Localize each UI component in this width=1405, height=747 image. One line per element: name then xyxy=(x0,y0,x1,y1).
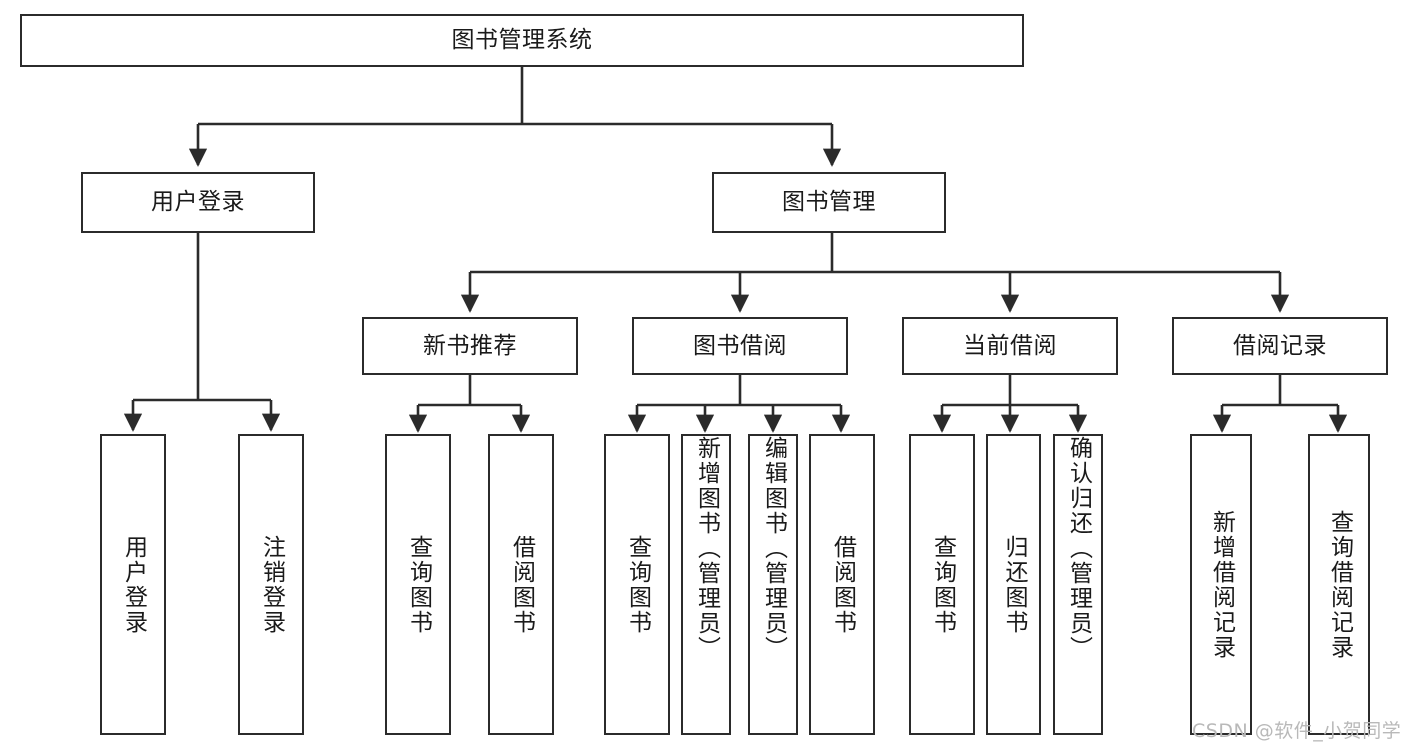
node-user-login[interactable]: 用户登录 xyxy=(81,172,315,233)
leaf-add-record[interactable]: 新增借阅记录 xyxy=(1190,434,1252,735)
node-label: 查询借阅记录 xyxy=(1326,509,1353,660)
leaf-query-record[interactable]: 查询借阅记录 xyxy=(1308,434,1370,735)
node-book-manage[interactable]: 图书管理 xyxy=(712,172,946,233)
leaf-query-book-3[interactable]: 查询图书 xyxy=(909,434,975,735)
node-root-system[interactable]: 图书管理系统 xyxy=(20,14,1024,67)
node-label: 新增借阅记录 xyxy=(1208,509,1235,660)
leaf-confirm-return[interactable]: 确认归还（管理员） xyxy=(1053,434,1103,735)
node-label: 确认归还（管理员） xyxy=(1065,436,1092,661)
leaf-add-book[interactable]: 新增图书（管理员） xyxy=(681,434,731,735)
node-label: 图书借阅 xyxy=(693,332,787,359)
node-label: 借阅记录 xyxy=(1233,332,1327,359)
node-label: 新增图书（管理员） xyxy=(693,436,720,661)
leaf-logout-login[interactable]: 注销登录 xyxy=(238,434,304,735)
node-label: 编辑图书（管理员） xyxy=(760,436,787,661)
node-label: 图书管理 xyxy=(782,189,876,216)
node-label: 借阅图书 xyxy=(829,534,856,635)
leaf-edit-book[interactable]: 编辑图书（管理员） xyxy=(748,434,798,735)
node-label: 图书管理系统 xyxy=(451,27,593,54)
node-label: 注销登录 xyxy=(258,534,285,635)
node-label: 当前借阅 xyxy=(963,332,1057,359)
csdn-watermark: CSDN @软件_小贺同学 xyxy=(1192,720,1402,742)
node-label: 归还图书 xyxy=(1001,534,1027,635)
leaf-return-book[interactable]: 归还图书 xyxy=(986,434,1041,735)
node-label: 查询图书 xyxy=(405,534,432,635)
node-label: 查询图书 xyxy=(624,534,651,635)
node-new-book-rec[interactable]: 新书推荐 xyxy=(362,317,578,375)
node-label: 借阅图书 xyxy=(508,534,535,635)
leaf-borrow-book-1[interactable]: 借阅图书 xyxy=(488,434,554,735)
node-borrow-record[interactable]: 借阅记录 xyxy=(1172,317,1388,375)
node-label: 查询图书 xyxy=(929,534,956,635)
leaf-query-book-1[interactable]: 查询图书 xyxy=(385,434,451,735)
node-label: 用户登录 xyxy=(120,534,147,635)
node-book-borrow[interactable]: 图书借阅 xyxy=(632,317,848,375)
node-current-borrow[interactable]: 当前借阅 xyxy=(902,317,1118,375)
leaf-user-login[interactable]: 用户登录 xyxy=(100,434,166,735)
node-label: 用户登录 xyxy=(151,189,245,216)
leaf-borrow-book-2[interactable]: 借阅图书 xyxy=(809,434,875,735)
leaf-query-book-2[interactable]: 查询图书 xyxy=(604,434,670,735)
node-label: 新书推荐 xyxy=(423,332,517,359)
